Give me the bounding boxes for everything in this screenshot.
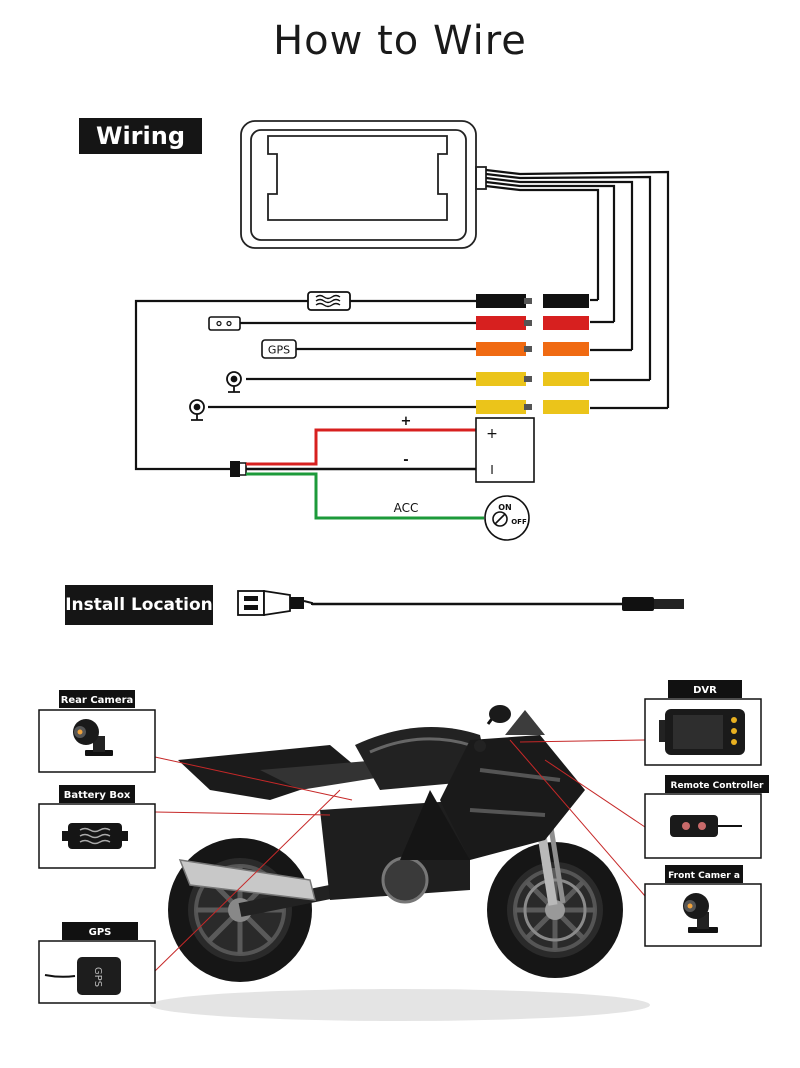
gps-icon-label: GPS	[268, 344, 290, 357]
ignition-switch-icon: ON OFF	[484, 495, 530, 541]
gps-thumb-text: GPS	[92, 967, 103, 987]
connector-orange	[476, 342, 589, 356]
dvr-label: DVR	[693, 685, 717, 696]
page-title: How to Wire	[273, 18, 527, 64]
peripheral-wires	[134, 299, 476, 471]
callout-leaders	[154, 739, 646, 972]
battery-box-thumb-icon	[62, 823, 128, 849]
remote-controller-icon	[208, 316, 241, 331]
connector-red	[476, 316, 589, 330]
dvr-connector-wires	[590, 298, 668, 410]
connector-yellow-rear	[476, 372, 589, 386]
power-harness-connector	[230, 461, 247, 477]
callout-remote-controller: Remote Controller	[644, 775, 769, 859]
battery-plus-terminal: +	[486, 426, 498, 442]
dvr-thumb-icon	[659, 709, 745, 755]
switch-on-label: ON	[498, 503, 512, 512]
dvr-cable-bundle	[485, 168, 670, 408]
remote-controller-label: Remote Controller	[671, 781, 765, 791]
wiring-section-label: Wiring	[79, 118, 202, 154]
callout-battery-box: Battery Box	[38, 785, 156, 869]
front-camera-icon	[189, 399, 205, 421]
battery-box-label: Battery Box	[64, 790, 131, 801]
filter-module-icon	[307, 291, 351, 311]
gps-callout-label: GPS	[89, 927, 112, 938]
dvr-device-outline	[240, 120, 487, 249]
positive-wire	[246, 428, 476, 466]
usb-cable	[237, 589, 684, 617]
acc-wire	[246, 472, 484, 520]
rear-camera-label: Rear Camera	[61, 695, 134, 706]
positive-label: +	[401, 414, 412, 429]
battery-minus-terminal: I	[490, 463, 494, 477]
gps-thumb-icon: GPS	[44, 957, 121, 995]
gps-module-icon: GPS	[261, 339, 297, 359]
acc-label: ACC	[394, 501, 419, 515]
connector-black	[476, 294, 589, 308]
battery-icon: + I	[475, 417, 535, 483]
install-location-section-label: Install Location	[65, 585, 213, 625]
rear-camera-icon	[226, 371, 242, 393]
motorcycle-illustration	[150, 705, 650, 1021]
front-camera-thumb-icon	[683, 893, 718, 933]
callout-dvr: DVR	[644, 680, 762, 766]
callout-gps: GPS GPS	[38, 922, 156, 1004]
remote-controller-thumb-icon	[670, 815, 742, 837]
callout-front-camera: Front Camer a	[644, 865, 762, 947]
rear-camera-thumb-icon	[73, 719, 113, 756]
front-camera-label: Front Camer a	[668, 871, 740, 881]
connector-yellow-front	[476, 400, 589, 414]
negative-label: -	[403, 453, 408, 468]
callout-rear-camera: Rear Camera	[38, 690, 156, 773]
switch-off-label: OFF	[511, 518, 527, 526]
